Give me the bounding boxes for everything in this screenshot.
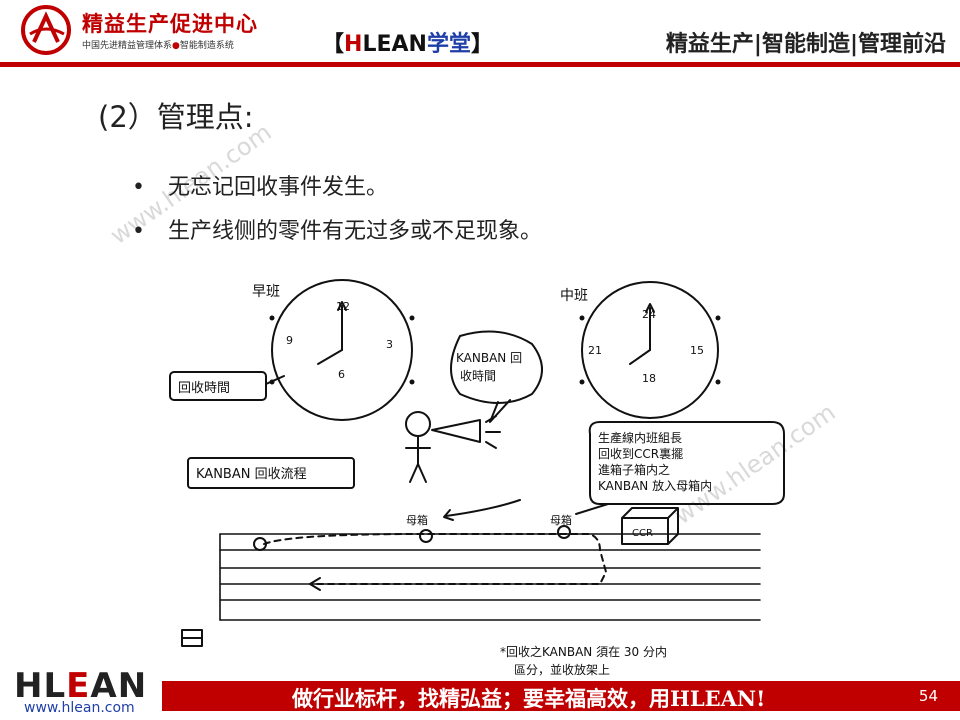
- clock-number: 3: [386, 338, 393, 351]
- bullet-dot-icon: •: [132, 219, 145, 244]
- footer-logo: HLEAN: [14, 666, 147, 706]
- note-text-line: 生產線内班組長: [598, 430, 682, 445]
- note-text-line: KANBAN 放入母箱内: [598, 478, 712, 493]
- brand-lean: LEAN: [362, 32, 427, 57]
- mid-shift-clock: [581, 281, 719, 419]
- bullet-dot-icon: •: [132, 175, 145, 200]
- footer-url[interactable]: www.hlean.com: [24, 700, 135, 716]
- org-sub-a: 中国先进精益管理体系: [82, 41, 173, 51]
- list-item: • 无忘记回收事件发生。: [132, 166, 542, 210]
- note-text-line: 回收到CCR裏擺: [598, 446, 683, 461]
- worker-figure: [405, 411, 431, 437]
- org-sub-b: 智能制造系统: [179, 41, 234, 51]
- shelf-icon: [181, 629, 203, 647]
- footer-band: 做行业标杆，找精弘益；要幸福高效，用HLEAN! 54: [162, 681, 960, 711]
- brand-h: H: [344, 32, 363, 57]
- note-text-line: 進箱子箱内之: [598, 462, 670, 477]
- clock-number: 24: [642, 308, 656, 321]
- mother-box-label: 母箱: [550, 513, 572, 527]
- megaphone-icon: [431, 419, 481, 443]
- org-name: 精益生产促进中心: [82, 12, 258, 36]
- speech-text-line: 收時間: [460, 369, 496, 383]
- bullet-text: 无忘记回收事件发生。: [168, 175, 389, 200]
- bullet-list: • 无忘记回收事件发生。 • 生产线侧的零件有无过多或不足现象。: [132, 166, 542, 254]
- footer-slogan: 做行业标杆，找精弘益；要幸福高效，用HLEAN!: [292, 686, 766, 711]
- morning-shift-label: 早班: [252, 284, 280, 300]
- brand-bracket-open: 【: [322, 32, 345, 57]
- kanban-collection-sketch: 早班 12 3 6 9 中班 24 15 18 21 回收時間 KANBAN 回…: [169, 279, 785, 677]
- logo-e: E: [66, 666, 91, 706]
- brand-xuetang: 学堂: [426, 32, 471, 57]
- header-tagline: 精益生产|智能制造|管理前沿: [665, 32, 946, 57]
- header-divider: [0, 62, 960, 67]
- operator-figure: [419, 529, 433, 543]
- bullet-text: 生产线侧的零件有无过多或不足现象。: [168, 219, 543, 244]
- separator-dot: ●: [172, 41, 180, 51]
- ccr-label: CCR: [632, 528, 653, 539]
- mother-box-label: 母箱: [406, 513, 428, 527]
- logo-icon: [21, 5, 71, 55]
- operator-figure: [557, 525, 571, 539]
- bottom-note-line: 區分，並收放架上: [514, 662, 610, 677]
- page-number: 54: [918, 687, 938, 705]
- logo-an: AN: [90, 666, 148, 706]
- section-title: (2）管理点:: [98, 100, 254, 134]
- speech-text-line: KANBAN 回: [456, 351, 522, 365]
- clock-number: 12: [336, 300, 350, 313]
- brand-title: 【HLEAN学堂】: [322, 26, 493, 58]
- brand-bracket-close: 】: [470, 32, 493, 57]
- note-bubble: [588, 421, 785, 505]
- morning-shift-clock: [271, 279, 413, 421]
- clock-number: 15: [690, 344, 704, 357]
- clock-number: 21: [588, 344, 602, 357]
- org-subtitle: 中国先进精益管理体系●智能制造系统: [82, 38, 234, 51]
- recover-time-label: 回收時間: [178, 381, 230, 396]
- list-item: • 生产线侧的零件有无过多或不足现象。: [132, 210, 542, 254]
- clock-number: 6: [338, 368, 345, 381]
- collection-route-arrow: [263, 533, 607, 585]
- logo-h: H: [14, 666, 44, 706]
- operator-figure: [253, 537, 267, 551]
- speech-bubble: [450, 330, 543, 404]
- clock-hand: [317, 349, 343, 365]
- clock-number: 9: [286, 334, 293, 347]
- logo-l: L: [43, 666, 67, 706]
- production-line: [219, 533, 761, 621]
- flow-title: KANBAN 回收流程: [196, 467, 307, 482]
- mid-shift-label: 中班: [560, 288, 588, 304]
- clock-number: 18: [642, 372, 656, 385]
- clock-hand: [629, 349, 651, 365]
- slide-header: 精益生产促进中心 中国先进精益管理体系●智能制造系统 【HLEAN学堂】 精益生…: [0, 0, 960, 67]
- bottom-note-line: *回收之KANBAN 須在 30 分内: [500, 645, 667, 659]
